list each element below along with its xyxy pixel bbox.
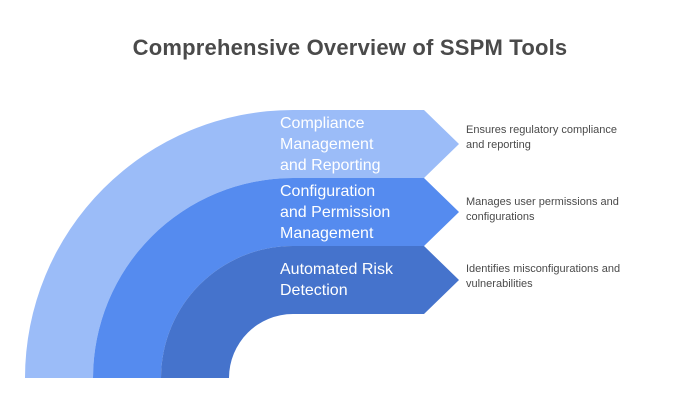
band-arc-configuration — [93, 178, 459, 378]
band-arc-compliance — [25, 110, 459, 378]
band-label-text: Compliance Management and Reporting — [280, 114, 381, 174]
band-arc-risk-detection — [161, 246, 459, 378]
band-label-text: Automated Risk Detection — [280, 261, 393, 299]
band-description-compliance: Ensures regulatory compliance and report… — [466, 124, 618, 151]
band-description-risk-detection: Identifies misconfigurations and vulnera… — [466, 263, 621, 290]
page-title: Comprehensive Overview of SSPM Tools — [132, 35, 568, 60]
band-label-configuration: Configuration and Permission Management — [280, 178, 440, 246]
band-description-configuration: Manages user permissions and configurati… — [466, 196, 619, 223]
band-label-compliance: Compliance Management and Reporting — [280, 110, 440, 178]
band-label-text: Configuration and Permission Management — [280, 182, 391, 242]
band-label-risk-detection: Automated Risk Detection — [280, 246, 440, 314]
